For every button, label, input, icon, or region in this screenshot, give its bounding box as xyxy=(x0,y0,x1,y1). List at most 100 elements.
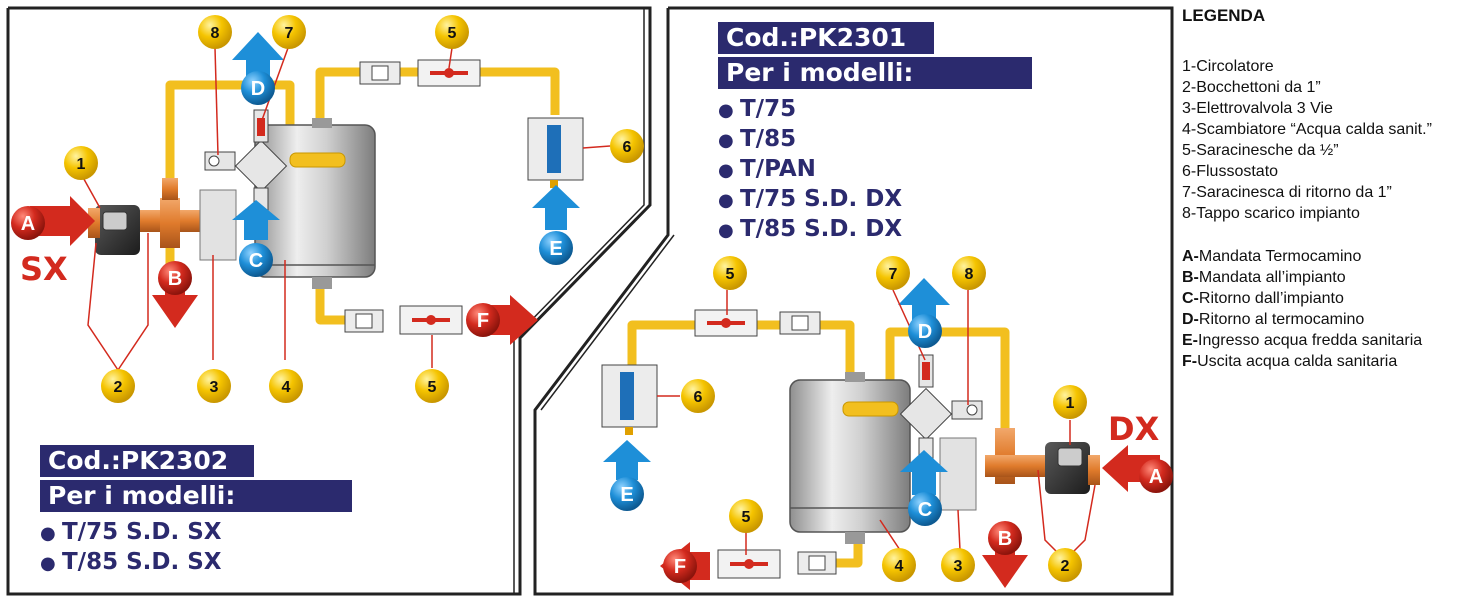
svg-text:3: 3 xyxy=(954,558,963,575)
svg-text:C: C xyxy=(918,499,932,521)
callout-2-right: 2 xyxy=(1048,548,1082,582)
svg-text:C: C xyxy=(249,250,263,272)
right-tank xyxy=(789,372,911,544)
left-arrow-E xyxy=(532,185,580,230)
callout-3-left: 3 xyxy=(197,369,231,403)
left-arrow-C xyxy=(232,200,280,240)
callout-B-left: B xyxy=(158,261,192,295)
legend-flow: C-Ritorno dall’impianto xyxy=(1182,290,1344,307)
callout-6-right: 6 xyxy=(681,379,715,413)
callout-5-right-bottom: 5 xyxy=(729,499,763,533)
model-item: T/75 S.D. DX xyxy=(718,185,1038,215)
legend-item: 3-Elettrovalvola 3 Vie xyxy=(1182,100,1333,117)
callout-4-right: 4 xyxy=(882,548,916,582)
callout-5-right-top: 5 xyxy=(713,256,747,290)
left-panel-frame-inner xyxy=(513,8,645,594)
callout-E-right: E xyxy=(610,477,644,511)
legend-flow: D-Ritorno al termocamino xyxy=(1182,311,1365,328)
callout-A-right: A xyxy=(1139,459,1173,493)
model-item: T/85 S.D. SX xyxy=(40,548,360,578)
right-code-box: Cod.:PK2301 xyxy=(718,22,934,54)
callout-C-right: C xyxy=(908,492,942,526)
svg-text:2: 2 xyxy=(1061,558,1070,575)
legend-item: 7-Saracinesca di ritorno da 1” xyxy=(1182,184,1392,201)
legend-item: 2-Bocchettoni da 1” xyxy=(1182,79,1321,96)
left-leader-lines xyxy=(79,47,611,371)
callout-F-left: F xyxy=(466,303,500,337)
legend-flow: E-Ingresso acqua fredda sanitaria xyxy=(1182,332,1423,349)
svg-text:5: 5 xyxy=(726,266,735,283)
left-arrow-A xyxy=(30,196,95,246)
right-fittings xyxy=(601,309,837,579)
svg-text:F: F xyxy=(674,556,686,578)
svg-text:7: 7 xyxy=(285,25,294,42)
svg-text:4: 4 xyxy=(282,379,291,396)
model-item: T/75 xyxy=(718,95,1038,125)
right-pump-assembly xyxy=(939,428,1100,511)
svg-text:E: E xyxy=(620,484,633,506)
svg-text:A: A xyxy=(1149,466,1163,488)
legend-item: 8-Tappo scarico impianto xyxy=(1182,205,1360,222)
svg-text:6: 6 xyxy=(623,139,632,156)
callout-C-left: C xyxy=(239,243,273,277)
callout-1-right: 1 xyxy=(1053,385,1087,419)
right-model-block: Cod.:PK2301 Per i modelli: T/75 T/85 T/P… xyxy=(718,22,1038,245)
model-item: T/PAN xyxy=(718,155,1038,185)
left-arrow-D xyxy=(232,32,284,85)
left-model-block: Cod.:PK2302 Per i modelli: T/75 S.D. SX … xyxy=(40,445,360,578)
model-item: T/85 S.D. DX xyxy=(718,215,1038,245)
model-item: T/75 S.D. SX xyxy=(40,518,360,548)
left-arrow-B xyxy=(152,270,198,328)
svg-text:8: 8 xyxy=(211,25,220,42)
callout-D-right: D xyxy=(908,314,942,348)
callout-8-right: 8 xyxy=(952,256,986,290)
hydraulic-kit-diagram xyxy=(6,6,1174,596)
svg-text:F: F xyxy=(477,310,489,332)
callout-2-left: 2 xyxy=(101,369,135,403)
callout-F-right: F xyxy=(663,549,697,583)
left-code-box: Cod.:PK2302 xyxy=(40,445,254,477)
callout-5-left-bottom: 5 xyxy=(415,369,449,403)
svg-text:5: 5 xyxy=(448,25,457,42)
callout-6-left: 6 xyxy=(610,129,644,163)
svg-text:1: 1 xyxy=(1066,395,1075,412)
callout-A-left: A xyxy=(11,206,45,240)
right-arrow-D xyxy=(898,278,950,330)
right-model-list: T/75 T/85 T/PAN T/75 S.D. DX T/85 S.D. D… xyxy=(718,95,1038,245)
callout-7-left: 7 xyxy=(272,15,306,49)
callout-B-right: B xyxy=(988,521,1022,555)
legend-flows: A-Mandata Termocamino B-Mandata all’impi… xyxy=(1182,246,1472,372)
left-pump-assembly xyxy=(88,178,237,261)
svg-text:5: 5 xyxy=(428,379,437,396)
side-tag-sx: SX xyxy=(20,250,68,288)
svg-text:8: 8 xyxy=(965,266,974,283)
right-panel-frame xyxy=(533,6,1174,596)
legend-item: 5-Saracinesche da ½” xyxy=(1182,142,1339,159)
legend-title: LEGENDA xyxy=(1182,6,1266,25)
svg-text:B: B xyxy=(168,268,182,290)
legend-item: 1-Circolatore xyxy=(1182,58,1274,75)
svg-text:E: E xyxy=(549,238,562,260)
right-arrow-E xyxy=(603,440,651,480)
right-arrow-B xyxy=(982,525,1028,588)
svg-text:2: 2 xyxy=(114,379,123,396)
callout-7-right: 7 xyxy=(876,256,910,290)
legend-flow: B-Mandata all’impianto xyxy=(1182,269,1346,286)
left-fittings xyxy=(344,59,584,335)
svg-text:7: 7 xyxy=(889,266,898,283)
callout-4-left: 4 xyxy=(269,369,303,403)
svg-text:1: 1 xyxy=(77,156,86,173)
callout-1-left: 1 xyxy=(64,146,98,180)
legend-flow: A-Mandata Termocamino xyxy=(1182,248,1362,265)
svg-text:D: D xyxy=(918,321,932,343)
svg-text:3: 3 xyxy=(210,379,219,396)
right-panel-frame-inner xyxy=(540,234,675,411)
left-model-list: T/75 S.D. SX T/85 S.D. SX xyxy=(40,518,360,578)
right-models-title: Per i modelli: xyxy=(718,57,1032,89)
legend: LEGENDA 1-Circolatore 2-Bocchettoni da 1… xyxy=(1182,6,1472,372)
svg-text:6: 6 xyxy=(694,389,703,406)
left-panel-frame xyxy=(6,6,652,596)
side-tag-dx: DX xyxy=(1108,410,1160,448)
svg-text:D: D xyxy=(251,78,265,100)
left-models-title: Per i modelli: xyxy=(40,480,352,512)
